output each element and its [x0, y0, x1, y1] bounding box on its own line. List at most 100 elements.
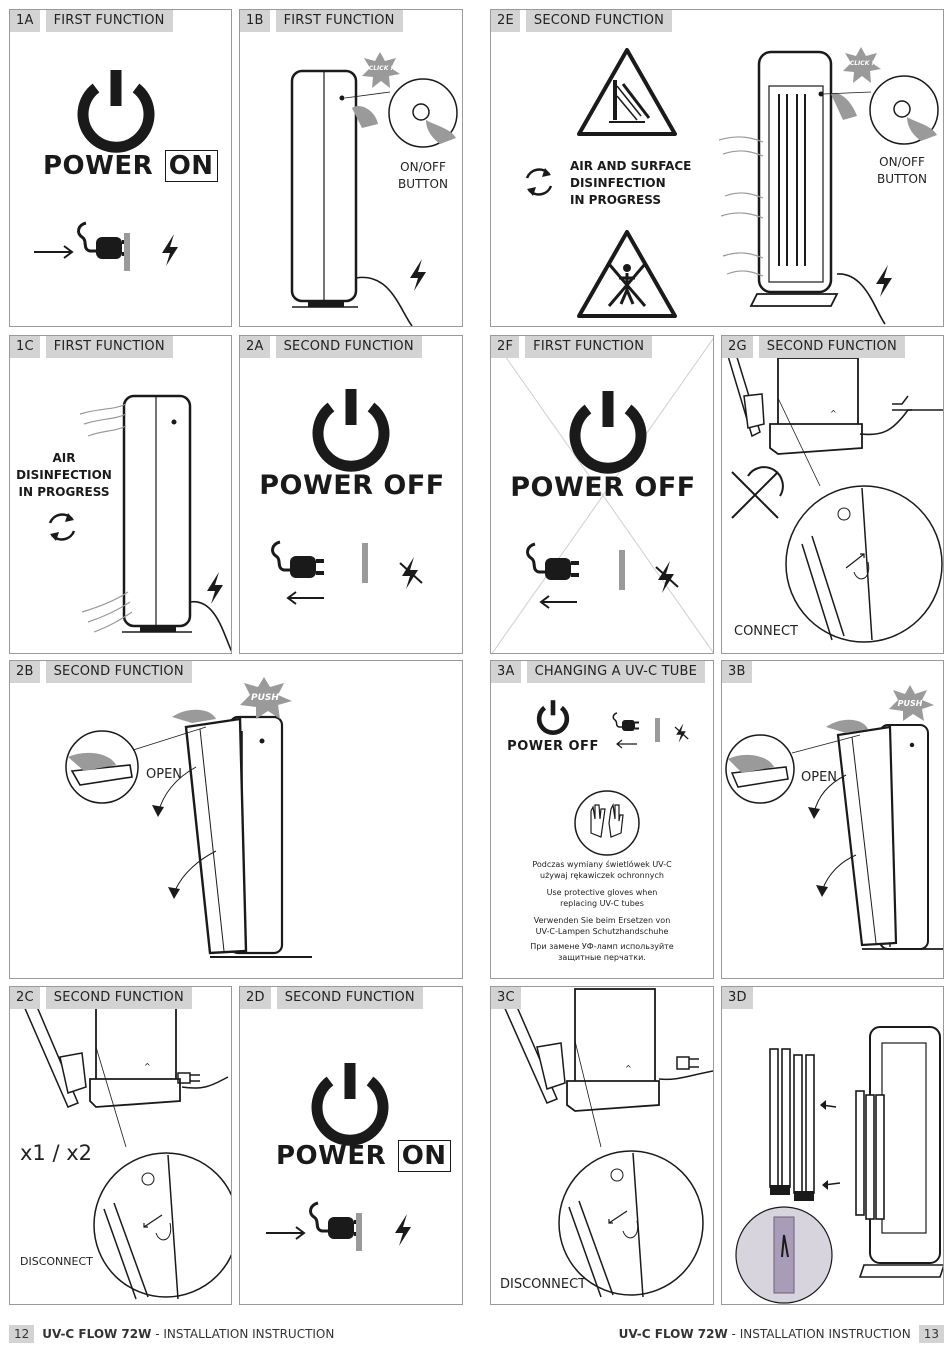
device-opening-illustration: [65, 709, 312, 958]
status-line: AIR: [52, 451, 76, 465]
panel-header: 1B FIRST FUNCTION: [240, 10, 403, 32]
step-id: 2B: [10, 661, 40, 683]
panel-2f: 2F FIRST FUNCTION POWER OFF: [490, 335, 714, 654]
push-burst-icon: [889, 685, 934, 721]
panel-header: 3A CHANGING A UV-C TUBE: [491, 661, 706, 683]
power-status-text: POWER OFF: [259, 470, 445, 501]
svg-text:^: ^: [144, 1062, 151, 1071]
arrow-right-icon: [266, 1226, 306, 1240]
device-base-illustration: ^: [19, 994, 231, 1300]
button-label: ON/OFF: [879, 155, 925, 169]
step-id: 3A: [491, 661, 521, 683]
footer-right: UV-C FLOW 72W - INSTALLATION INSTRUCTION…: [619, 1325, 944, 1343]
lightning-off-icon: [655, 561, 679, 593]
device-open-illustration: [718, 50, 939, 325]
panel-header: 3C: [491, 987, 527, 1009]
lightning-icon: [876, 265, 892, 297]
lightning-icon: [395, 1214, 411, 1246]
button-label: ON/OFF: [400, 160, 446, 174]
step-id: 1A: [10, 10, 40, 32]
status-line: IN PROGRESS: [18, 485, 110, 499]
socket-icon: [655, 718, 660, 742]
step-id: 2E: [491, 10, 520, 32]
step-id: 1C: [10, 336, 40, 358]
panel-header: 2F FIRST FUNCTION: [491, 336, 653, 358]
power-icon: [351, 429, 352, 430]
arrow-left-icon: [286, 591, 324, 605]
svg-text:^: ^: [625, 1064, 632, 1073]
status-line: DISINFECTION: [16, 468, 112, 482]
product-name: UV-C FLOW 72W: [618, 1327, 728, 1341]
status-line: AIR AND SURFACE: [570, 159, 692, 173]
power-icon: [116, 110, 117, 111]
glove-text-ru: При замене УФ-ламп используйте: [530, 942, 674, 951]
glove-icon: [574, 790, 640, 856]
page-number: 13: [918, 1325, 944, 1343]
panel-3b: 3B PUSH OPEN: [721, 660, 944, 979]
power-icon: [350, 1103, 351, 1104]
panel-header: 2A SECOND FUNCTION: [240, 336, 422, 358]
click-burst-icon: [362, 52, 400, 88]
lightning-off-icon: [674, 723, 689, 743]
panel-3c: ^ 3C DISCONNECT: [490, 986, 714, 1305]
product-name: UV-C FLOW 72W: [42, 1327, 152, 1341]
panel-1a: 1A FIRST FUNCTION POWER ON: [9, 9, 232, 327]
page-number: 12: [9, 1325, 35, 1343]
document-title: - INSTALLATION INSTRUCTION: [151, 1327, 335, 1341]
connect-label: CONNECT: [734, 624, 798, 639]
panel-header: 1C FIRST FUNCTION: [10, 336, 173, 358]
step-id: 2G: [722, 336, 753, 358]
device-illustration: [290, 69, 458, 326]
step-id: 2D: [240, 987, 271, 1009]
glove-text-de: UV-C-Lampen Schutzhandschuhe: [535, 927, 669, 936]
glove-text-ru: защитные перчатки.: [558, 953, 646, 962]
device-illustration: [79, 394, 231, 652]
power-icon: [608, 431, 609, 432]
plug-icon: [271, 540, 326, 580]
click-burst-icon: [843, 47, 881, 83]
socket-icon: [356, 1213, 362, 1251]
socket-icon: [362, 543, 368, 583]
glove-text-pl: Podczas wymiany świetlówek UV-C: [532, 860, 672, 869]
step-id: 2A: [240, 336, 270, 358]
step-title: SECOND FUNCTION: [45, 987, 192, 1009]
panel-header: 2B SECOND FUNCTION: [10, 661, 192, 683]
step-title: SECOND FUNCTION: [275, 336, 422, 358]
push-label: PUSH: [897, 699, 923, 708]
disconnect-label: DISCONNECT: [20, 1255, 93, 1268]
arrow-left-icon: [616, 739, 637, 749]
power-word: POWER: [276, 1141, 387, 1171]
device-base-illustration: ^: [498, 988, 713, 1298]
panel-2e: 2E SECOND FUNCTION AIR AND SURFACE DISIN…: [490, 9, 944, 327]
svg-text:^: ^: [830, 409, 837, 418]
push-label: PUSH: [251, 693, 279, 703]
warning-triangle-icon: [577, 230, 677, 318]
step-title: FIRST FUNCTION: [525, 336, 653, 358]
footer-left: 12 UV-C FLOW 72W - INSTALLATION INSTRUCTI…: [9, 1325, 334, 1343]
power-state-box: ON: [397, 1140, 451, 1172]
step-title: FIRST FUNCTION: [275, 10, 403, 32]
panel-header: 1A FIRST FUNCTION: [10, 10, 173, 32]
push-burst-icon: [240, 677, 292, 719]
step-title: FIRST FUNCTION: [45, 336, 173, 358]
socket-icon: [124, 233, 130, 271]
tube-replacement-illustration: [735, 1026, 943, 1304]
step-title: SECOND FUNCTION: [758, 336, 905, 358]
quantity-label: x1 / x2: [20, 1141, 93, 1165]
click-label: CLICK !: [368, 65, 394, 72]
panel-header: 2E SECOND FUNCTION: [491, 10, 673, 32]
step-title: SECOND FUNCTION: [45, 661, 192, 683]
lightning-off-icon: [399, 557, 423, 589]
document-title: - INSTALLATION INSTRUCTION: [727, 1327, 911, 1341]
panel-2g: ^ 2G SECOND FUNCTION CONNECT: [721, 335, 944, 654]
button-label: BUTTON: [877, 172, 927, 186]
device-opening-illustration: [725, 719, 943, 950]
warning-triangle-icon: [577, 48, 677, 136]
glove-text-de: Verwenden Sie beim Ersetzen von: [533, 916, 671, 925]
power-word: POWER: [43, 151, 154, 181]
glove-text-pl: używaj rękawiczek ochronnych: [540, 871, 664, 880]
lightning-icon: [162, 234, 178, 266]
panel-2b: 2B SECOND FUNCTION PUSH OPEN: [9, 660, 463, 979]
status-line: DISINFECTION: [570, 176, 666, 190]
panel-2c: ^ 2C SECOND FUNCTION x1 / x2 DISCONNECT: [9, 986, 232, 1305]
